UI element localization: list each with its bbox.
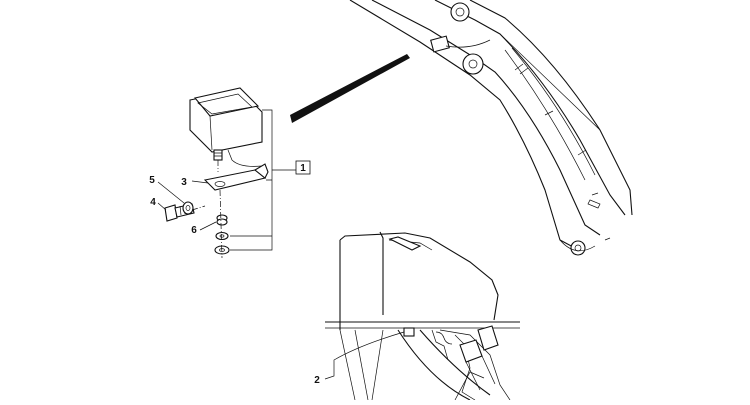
callout-6: 6 (191, 225, 197, 236)
boom-arm (349, 0, 633, 256)
callout-4: 4 (150, 197, 156, 208)
nut-upper (215, 231, 229, 241)
washer-6 (216, 214, 228, 226)
callout-3: 3 (181, 177, 187, 188)
direction-arrow (290, 54, 410, 123)
callout-1-box (295, 160, 311, 175)
cab-housing (325, 231, 520, 401)
work-lamp (189, 87, 263, 167)
washer-5 (182, 201, 194, 215)
callout-2: 2 (314, 375, 320, 386)
callout-5: 5 (149, 175, 155, 186)
callout-1: 1 (300, 163, 306, 174)
lamp-bracket (203, 163, 269, 191)
callout-1-bracket: 1 (230, 109, 311, 251)
